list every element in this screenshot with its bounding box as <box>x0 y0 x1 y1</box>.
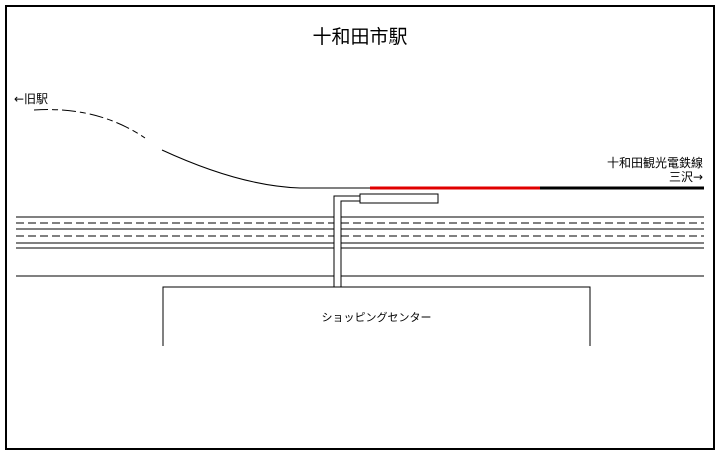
passage-outer <box>333 195 360 287</box>
abandoned-line-solid <box>161 149 370 189</box>
station-platform <box>359 193 439 204</box>
line-name-label: 十和田観光電鉄線 <box>606 156 703 170</box>
diagram-frame <box>5 5 715 450</box>
old-station-label: ←旧駅 <box>14 92 49 106</box>
passage-inner <box>340 200 360 287</box>
diagram-title: 十和田市駅 <box>312 26 408 48</box>
shopping-center-outline <box>162 286 591 346</box>
shopping-center-label: ショッピングセンター <box>321 311 432 324</box>
road-left <box>16 216 334 244</box>
road-right <box>341 216 704 244</box>
next-station-label: 三沢→ <box>668 170 703 184</box>
abandoned-line-dashed <box>33 109 146 139</box>
